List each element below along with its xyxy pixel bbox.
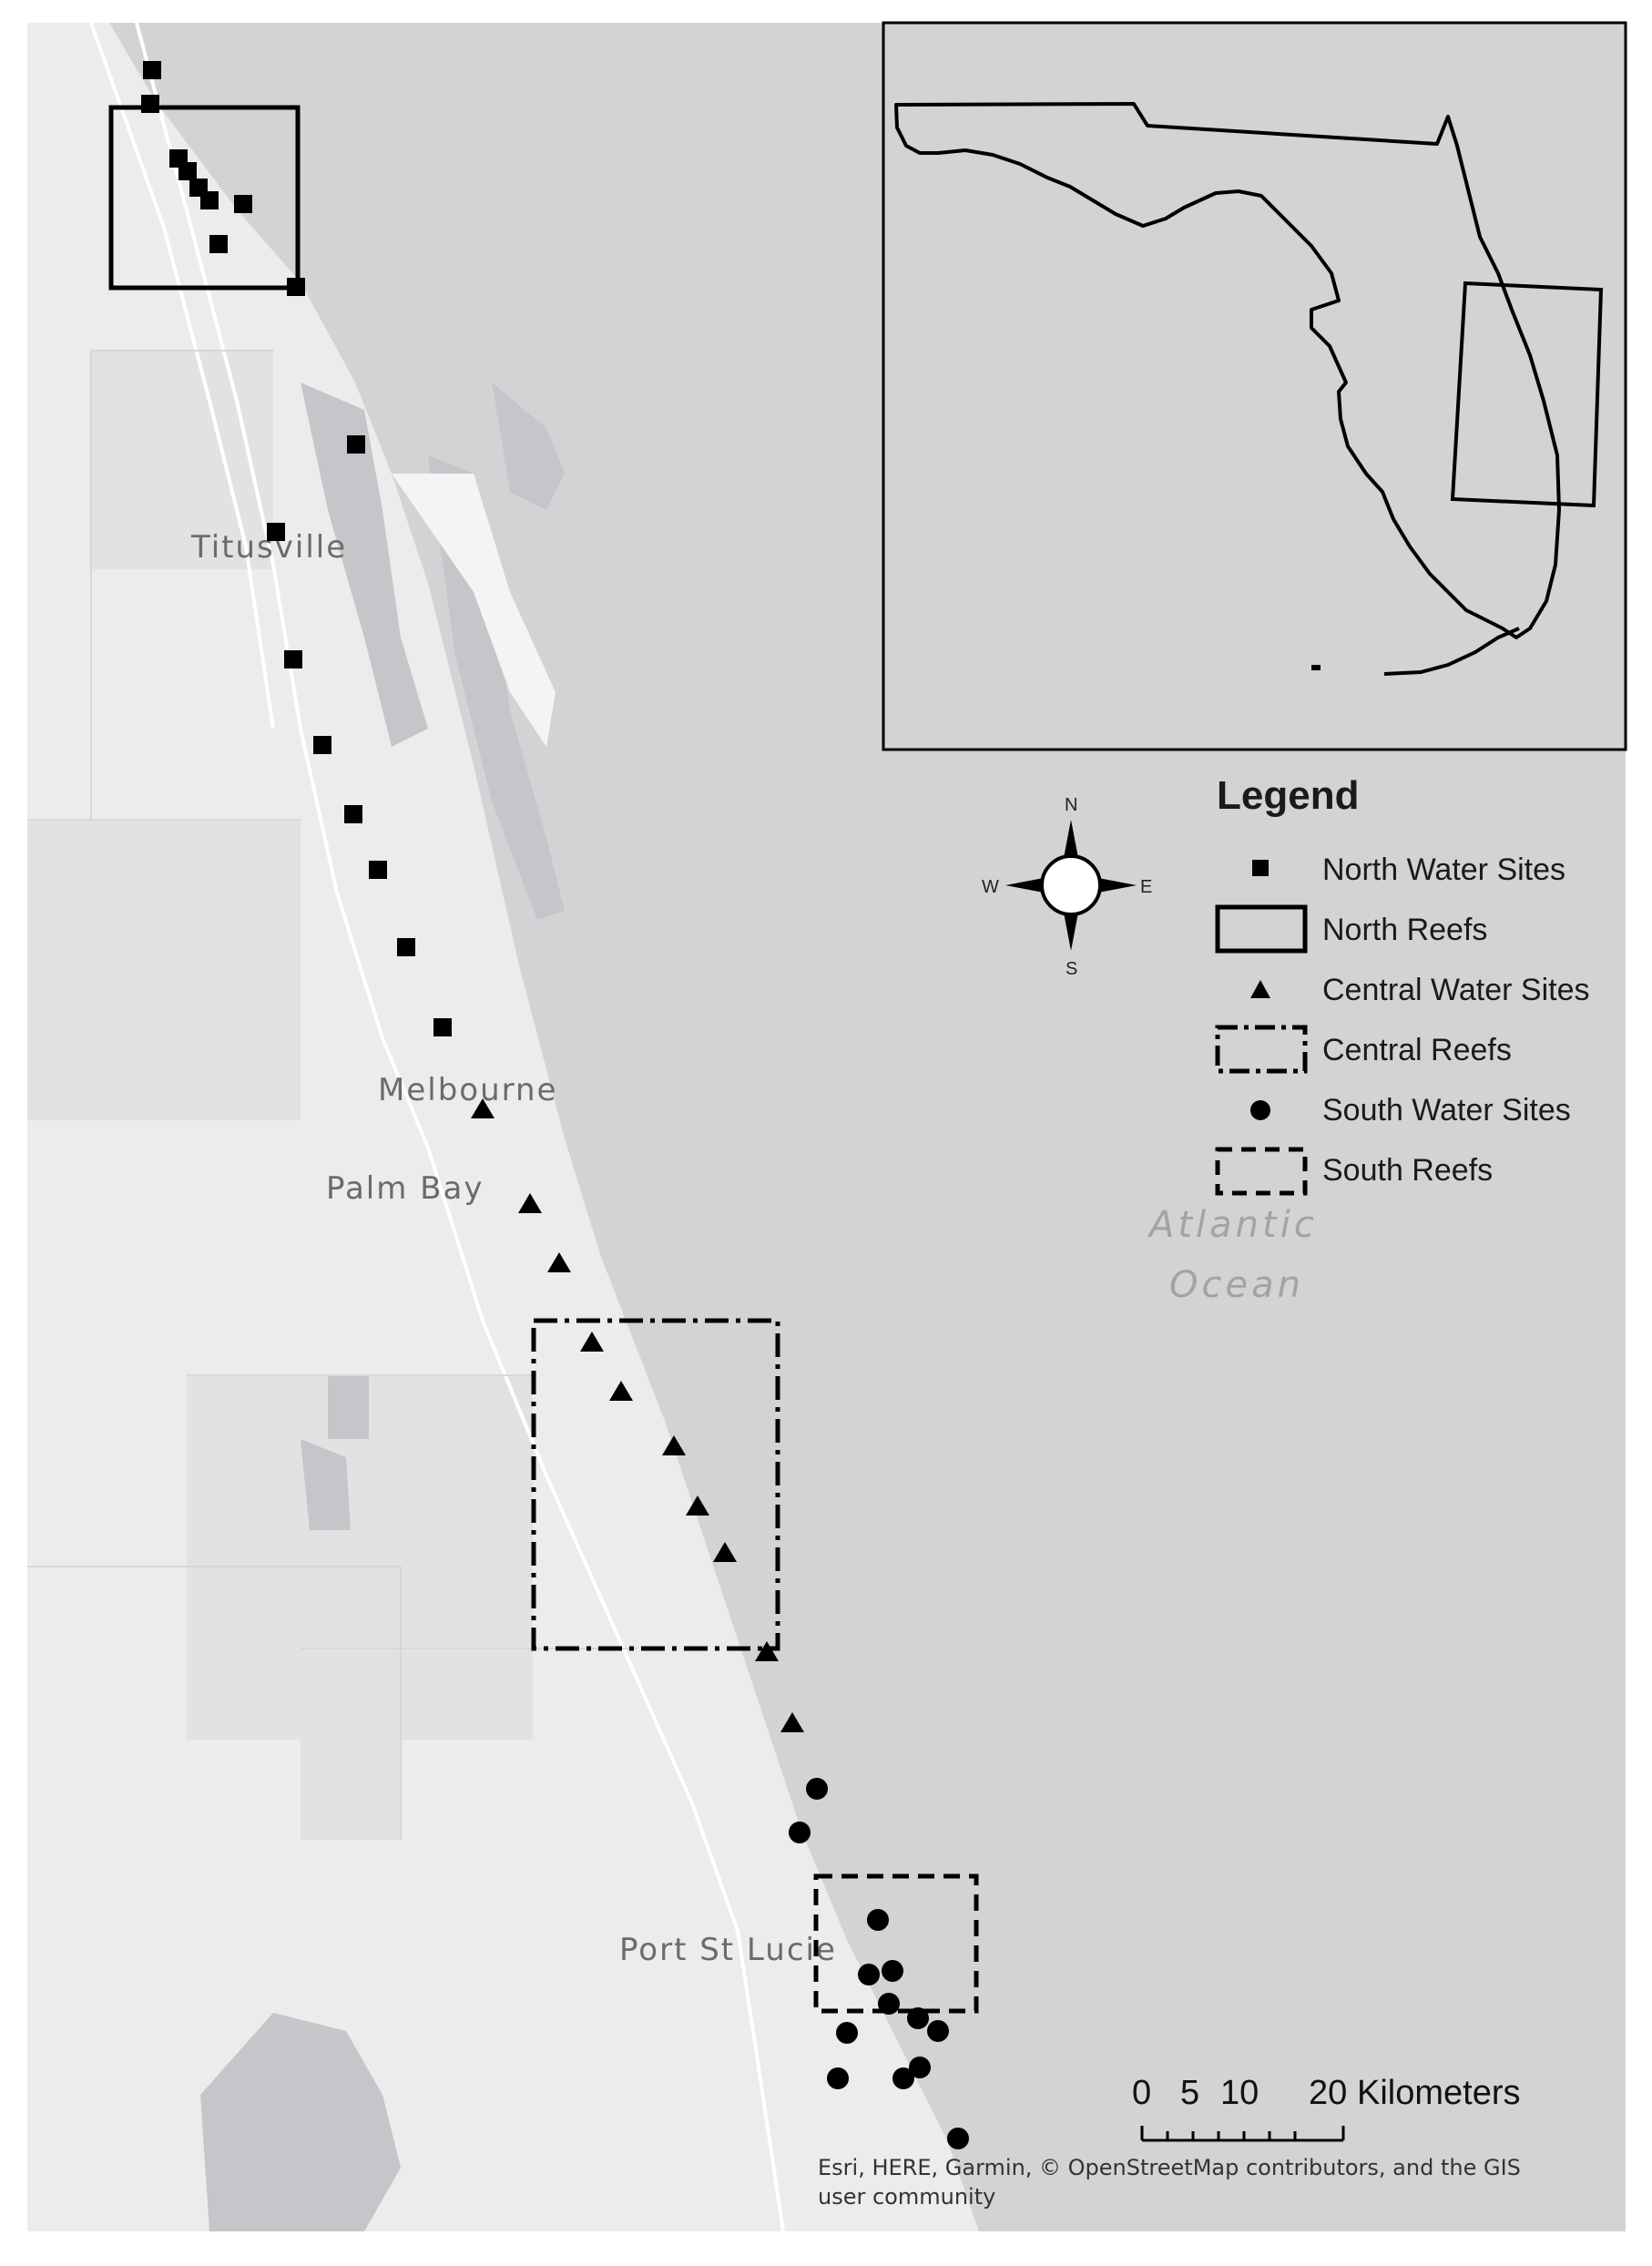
north-site bbox=[234, 195, 252, 213]
ocean-label-line2: Ocean bbox=[1169, 1264, 1304, 1306]
legend-symbol-triangle bbox=[1250, 980, 1270, 998]
north-site bbox=[369, 861, 387, 879]
central-site bbox=[471, 1098, 495, 1118]
north-site bbox=[178, 162, 197, 180]
land-shading bbox=[27, 351, 533, 1840]
north-arrow-icon bbox=[1064, 820, 1078, 858]
central-site bbox=[580, 1332, 604, 1352]
scale-tick-10: 10 bbox=[1220, 2074, 1259, 2112]
attribution-line-1: Esri, HERE, Garmin, © OpenStreetMap cont… bbox=[818, 2155, 1521, 2180]
north-site bbox=[287, 278, 305, 296]
florida-outline bbox=[894, 102, 1561, 639]
scale-tick-5: 5 bbox=[1180, 2074, 1199, 2112]
west-arrow-icon bbox=[1005, 878, 1044, 893]
compass-e: E bbox=[1140, 877, 1152, 897]
south-site bbox=[836, 2022, 858, 2044]
inset-map bbox=[882, 21, 1627, 751]
scale-tick-20: 20 bbox=[1309, 2074, 1347, 2112]
north-site bbox=[433, 1018, 452, 1036]
central-site bbox=[686, 1495, 709, 1516]
florida-keys-dot bbox=[1311, 665, 1321, 670]
place-label-palm-bay: Palm Bay bbox=[326, 1170, 484, 1207]
roads bbox=[89, 22, 785, 2232]
legend-label-north-reefs: North Reefs bbox=[1322, 913, 1487, 947]
south-water-sites bbox=[789, 1778, 969, 2149]
scale-unit: Kilometers bbox=[1357, 2074, 1521, 2112]
boundaries bbox=[27, 350, 637, 1840]
place-label-port-st-lucie: Port St Lucie bbox=[619, 1932, 837, 1968]
south-reefs-box bbox=[813, 1873, 979, 2014]
central-water-sites bbox=[471, 1098, 804, 1732]
legend-label-south-reefs: South Reefs bbox=[1322, 1153, 1493, 1188]
scale-bar: 0 5 10 20 Kilometers bbox=[1132, 2074, 1521, 2142]
place-label-melbourne: Melbourne bbox=[378, 1072, 557, 1108]
central-site bbox=[518, 1193, 542, 1213]
compass-w: W bbox=[982, 877, 999, 897]
north-site bbox=[267, 523, 285, 541]
south-site bbox=[806, 1778, 828, 1800]
legend-label-central-reefs: Central Reefs bbox=[1322, 1033, 1512, 1067]
legend-symbol-solid-box bbox=[1215, 904, 1308, 954]
south-site bbox=[867, 1909, 889, 1931]
study-area-box bbox=[1450, 281, 1604, 508]
ocean-label-line1: Atlantic bbox=[1147, 1204, 1318, 1246]
south-site bbox=[892, 2067, 914, 2089]
legend-label-south-water: South Water Sites bbox=[1322, 1093, 1571, 1128]
central-site bbox=[662, 1435, 686, 1455]
east-arrow-icon bbox=[1098, 878, 1137, 893]
central-site bbox=[755, 1641, 779, 1661]
compass-rose: N S E W bbox=[982, 795, 1152, 979]
south-site bbox=[858, 1964, 880, 1985]
florida-keys bbox=[1383, 627, 1520, 676]
north-site bbox=[344, 805, 362, 823]
north-reefs-box bbox=[108, 105, 301, 291]
south-site bbox=[947, 2128, 969, 2149]
scale-tick-0: 0 bbox=[1132, 2074, 1151, 2112]
barrier-island bbox=[392, 474, 556, 747]
compass-n: N bbox=[1065, 795, 1077, 815]
compass-ring bbox=[1040, 854, 1102, 916]
central-site bbox=[713, 1542, 737, 1562]
south-site bbox=[827, 2067, 849, 2089]
compass-s: S bbox=[1066, 959, 1077, 979]
south-site bbox=[882, 1960, 903, 1982]
north-site bbox=[397, 938, 415, 956]
central-reefs-box bbox=[531, 1318, 780, 1651]
north-site bbox=[200, 191, 219, 209]
central-site bbox=[609, 1381, 633, 1401]
legend-label-central-water: Central Water Sites bbox=[1322, 973, 1590, 1007]
central-site bbox=[780, 1712, 804, 1732]
legend-symbol-dashed-box bbox=[1215, 1147, 1308, 1196]
south-site bbox=[789, 1822, 811, 1843]
north-site bbox=[209, 235, 228, 253]
south-arrow-icon bbox=[1064, 913, 1078, 951]
legend-symbol-dashdot-box bbox=[1215, 1025, 1308, 1074]
north-site bbox=[284, 650, 302, 669]
attribution-line-2: user community bbox=[818, 2184, 995, 2210]
legend-symbol-circle bbox=[1250, 1100, 1270, 1120]
legend-symbol-square bbox=[1252, 860, 1269, 876]
north-site bbox=[141, 95, 159, 113]
south-site bbox=[907, 2007, 929, 2029]
legend: Legend North Water Sites North Reefs Cen… bbox=[1215, 773, 1590, 1196]
south-site bbox=[878, 1993, 900, 2015]
north-site bbox=[347, 435, 365, 454]
north-water-sites bbox=[141, 61, 452, 1036]
lagoons bbox=[200, 383, 565, 2231]
north-site bbox=[143, 61, 161, 79]
north-site bbox=[313, 736, 331, 754]
legend-label-north-water: North Water Sites bbox=[1322, 852, 1565, 887]
south-site bbox=[927, 2020, 949, 2042]
south-site bbox=[909, 2057, 931, 2078]
central-site bbox=[547, 1252, 571, 1272]
legend-title: Legend bbox=[1217, 773, 1359, 818]
